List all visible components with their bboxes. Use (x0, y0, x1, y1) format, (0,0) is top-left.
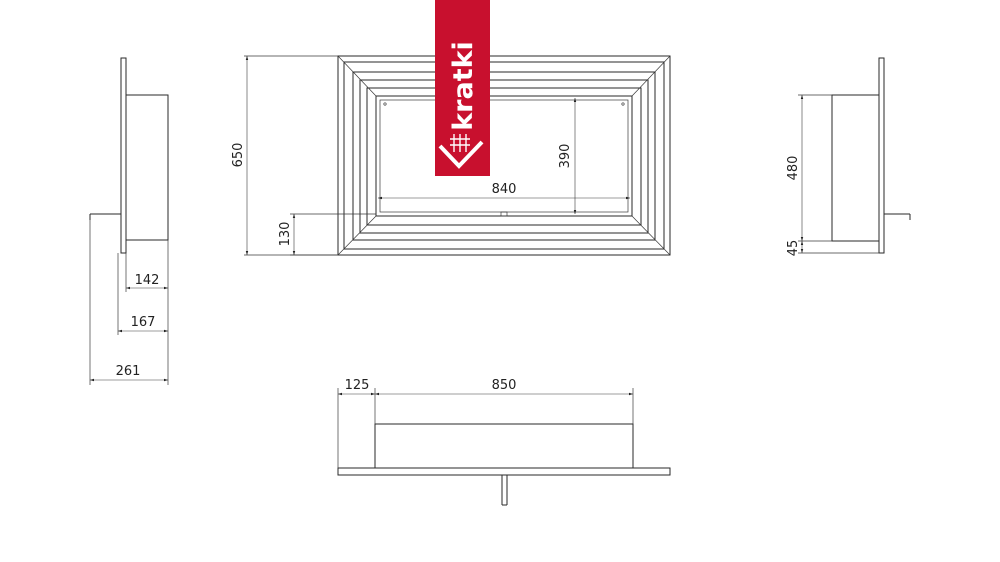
dimension-167: 167 (118, 315, 168, 333)
dimension-130: 130 (278, 214, 296, 255)
dim-label-650: 650 (231, 143, 246, 168)
dim-label-167: 167 (131, 315, 156, 330)
dimension-850: 850 (375, 378, 633, 396)
dim-label-45: 45 (786, 240, 801, 257)
dimension-261: 261 (90, 364, 168, 382)
dim-label-261: 261 (116, 364, 141, 379)
dim-label-850: 850 (492, 378, 517, 393)
brand-banner-background (435, 0, 490, 176)
dim-label-130: 130 (278, 222, 293, 247)
dim-label-142: 142 (135, 273, 160, 288)
dim-label-480: 480 (786, 156, 801, 181)
top-view: 125 850 (337, 378, 671, 506)
dimension-142: 142 (125, 273, 168, 290)
dimension-125: 125 (338, 378, 375, 396)
dimension-45: 45 (786, 240, 804, 257)
brand-logo-text: kratki (448, 41, 479, 131)
dim-label-840: 840 (492, 182, 517, 197)
dimension-840: 840 (378, 182, 630, 200)
front-view: 650 130 390 840 (231, 55, 671, 256)
dimension-390: 390 (558, 98, 577, 214)
dim-label-390: 390 (558, 144, 573, 169)
dimension-480: 480 (786, 95, 804, 241)
left-side-view: 142 167 261 (89, 57, 169, 385)
right-side-view: 480 45 (786, 57, 911, 257)
kratki-grid-chevron-icon (438, 134, 484, 169)
brand-banner: kratki (435, 0, 490, 176)
dimension-650: 650 (231, 56, 249, 255)
dim-label-125: 125 (345, 378, 370, 393)
